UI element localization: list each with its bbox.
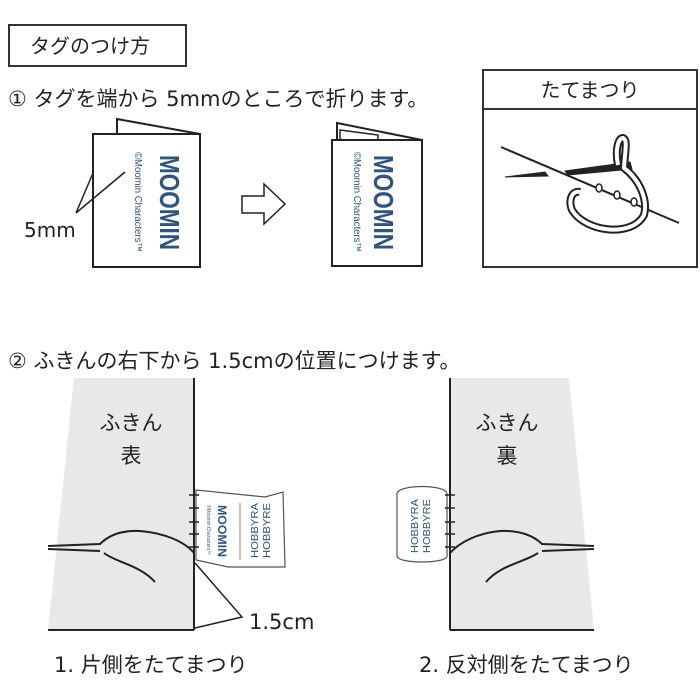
cloth-side-label: 裏 [497,444,518,468]
step2-text: ② ふきんの右下から 1.5cmの位置につけます。 [8,349,460,373]
tag-folded: MOOMIN ©Moomin Characters™ [331,121,423,267]
cloth-front: ふきん 表 MOOMIN ©Moomin Characters™ HOBBYRA… [47,378,286,631]
maker-label: HOBBYRA [410,499,421,553]
caption-one-side: 1. 片側をたてまつり [54,653,248,677]
title: タグのつけ方 [30,34,150,58]
stitch-box-title: たてまつり [541,78,640,102]
tag-unfolded: MOOMIN ©Moomin Characters™ [75,117,201,268]
measure-1-5cm: 1.5cm [249,610,314,634]
maker-label: HOBBYRE [262,503,273,558]
cloth-back: ふきん 裏 HOBBYRA HOBBYRE [396,378,595,631]
cloth-label: ふきん [476,411,539,435]
measure-5mm: 5mm [24,218,76,242]
maker-label: HOBBYRE [422,499,433,553]
tag-copyright: ©Moomin Characters™ [132,152,143,252]
tag-brand: MOOMIN [215,505,229,557]
tag-brand: MOOMIN [368,155,399,250]
tag-attached: MOOMIN ©Moomin Characters™ HOBBYRA HOBBY… [195,489,286,568]
step1-text: ① タグを端から 5mmのところで折ります。 [8,87,428,111]
tag-rolled: HOBBYRA HOBBYRE [396,485,448,563]
tag-copyright: ©Moomin Characters™ [205,505,212,555]
cloth-side-label: 表 [121,444,142,468]
tag-copyright: ©Moomin Characters™ [351,152,362,252]
blind-stitch-illustration [500,133,680,234]
right-arrow-icon [241,182,287,226]
title-box [8,24,187,67]
caption-other-side: 2. 反対側をたてまつり [419,653,634,677]
cloth-label: ふきん [100,411,163,435]
maker-label: HOBBYRA [250,503,261,558]
tag-brand: MOOMIN [154,155,185,250]
